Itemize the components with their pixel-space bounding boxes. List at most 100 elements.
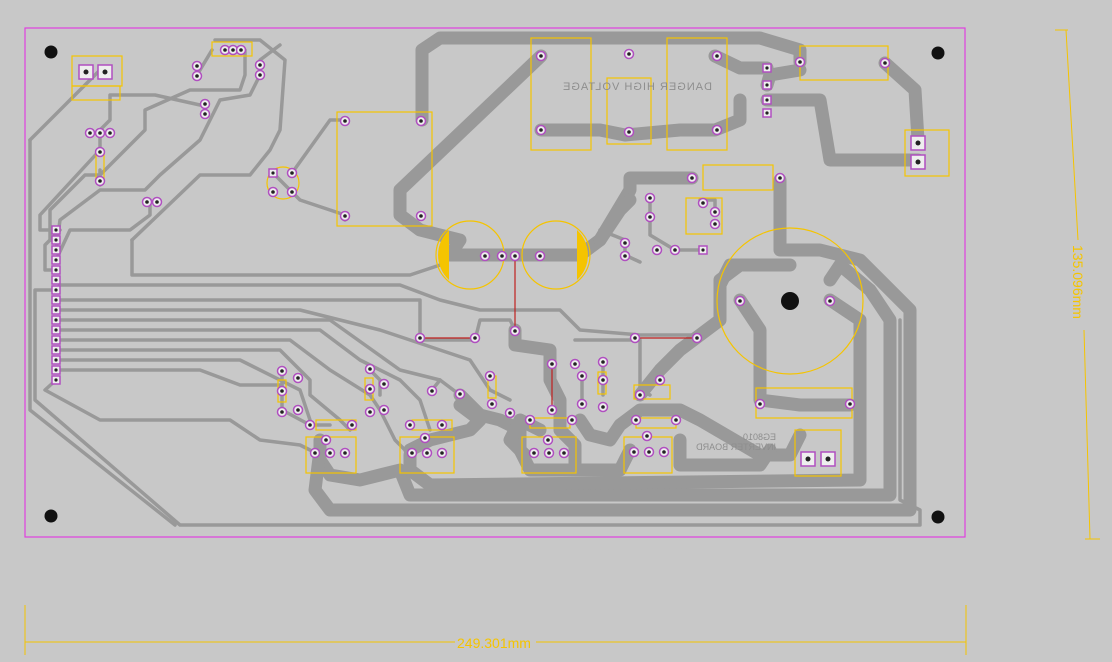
pad-drill — [623, 241, 627, 245]
pad-drill — [528, 418, 532, 422]
pad-drill — [430, 389, 434, 393]
pad-drill — [532, 451, 536, 455]
pad-drill — [54, 318, 58, 322]
pad-drill — [145, 200, 149, 204]
height-dimension: 135.096mm — [1055, 29, 1100, 540]
pad-drill — [258, 63, 262, 67]
pad-drill — [758, 402, 762, 406]
pad-drill — [458, 392, 462, 396]
pad-drill — [54, 248, 58, 252]
pad-drill — [538, 254, 542, 258]
width-dimension-label: 249.301mm — [457, 635, 531, 651]
pad-drill — [54, 238, 58, 242]
pad-drill — [280, 410, 284, 414]
pad-drill — [54, 308, 58, 312]
pad-drill — [601, 405, 605, 409]
pad-drill — [271, 190, 275, 194]
pad-drill — [713, 222, 717, 226]
pad-drill — [88, 131, 92, 135]
pad-drill — [539, 54, 543, 58]
pad-drill — [490, 402, 494, 406]
pad-drill — [715, 54, 719, 58]
pad-drill — [54, 298, 58, 302]
pad-drill — [280, 369, 284, 373]
pad-drill — [195, 64, 199, 68]
pad-drill — [382, 382, 386, 386]
pad-drill — [308, 423, 312, 427]
mounting-hole — [44, 45, 58, 59]
pad-drill — [550, 408, 554, 412]
pad-drill — [328, 451, 332, 455]
pad-drill — [54, 358, 58, 362]
pad-drill — [54, 258, 58, 262]
pad-drill — [645, 434, 649, 438]
pad-drill — [98, 131, 102, 135]
pad-drill — [500, 254, 504, 258]
pad-drill — [239, 48, 243, 52]
pad-drill — [883, 61, 887, 65]
pad-drill — [662, 450, 666, 454]
pad-drill — [313, 451, 317, 455]
pad-drill — [280, 389, 284, 393]
mounting-hole — [781, 292, 799, 310]
pad-drill — [271, 171, 275, 175]
pad-drill — [601, 360, 605, 364]
pad-drill — [368, 387, 372, 391]
pad-drill — [580, 402, 584, 406]
pad-drill — [715, 128, 719, 132]
pad-drill — [915, 140, 921, 146]
pad-drill — [350, 423, 354, 427]
pad-drill — [765, 83, 769, 87]
board-label-line1: EG8010 — [743, 432, 776, 442]
board-outline — [24, 27, 966, 538]
pad-drill — [765, 111, 769, 115]
thin-traces — [28, 38, 922, 527]
pad-drill — [695, 336, 699, 340]
pad-drill — [690, 176, 694, 180]
mounting-hole — [931, 510, 945, 524]
pad-drill — [296, 376, 300, 380]
pad-drill — [655, 248, 659, 252]
pad-drill — [108, 131, 112, 135]
mounting-hole — [44, 509, 58, 523]
pad-drill — [483, 254, 487, 258]
pad-drill — [513, 254, 517, 258]
pad-drill — [98, 150, 102, 154]
pad-drill — [382, 408, 386, 412]
pad-drill — [570, 418, 574, 422]
pad-drill — [848, 402, 852, 406]
pad-drill — [102, 69, 108, 75]
pad-drill — [638, 393, 642, 397]
pad-drill — [701, 248, 705, 252]
pad-drill — [562, 451, 566, 455]
pad-drill — [632, 450, 636, 454]
pad-drill — [627, 52, 631, 56]
mounting-hole — [931, 46, 945, 60]
pad-drill — [419, 214, 423, 218]
ratsnest — [420, 258, 697, 410]
pad-drill — [419, 119, 423, 123]
warning-text: DANGER HIGH VOLTAGE — [562, 81, 712, 93]
pad-drill — [425, 451, 429, 455]
pad-drill — [223, 48, 227, 52]
pad-drill — [674, 418, 678, 422]
pad-drill — [673, 248, 677, 252]
pad-drill — [203, 112, 207, 116]
pad-drill — [778, 176, 782, 180]
pad-drill — [648, 215, 652, 219]
pad-drill — [798, 60, 802, 64]
pad-drill — [738, 299, 742, 303]
board-label-line2: INVERTER BOARD — [696, 442, 776, 452]
pad-drill — [765, 98, 769, 102]
pad-drill — [54, 228, 58, 232]
pad-drill — [54, 278, 58, 282]
pad-drill — [54, 348, 58, 352]
pad-drill — [601, 378, 605, 382]
pad-drill — [580, 374, 584, 378]
pad-drill — [915, 159, 921, 165]
pad-drill — [98, 179, 102, 183]
pad-drill — [634, 418, 638, 422]
pad-drill — [627, 130, 631, 134]
pad-drill — [258, 73, 262, 77]
